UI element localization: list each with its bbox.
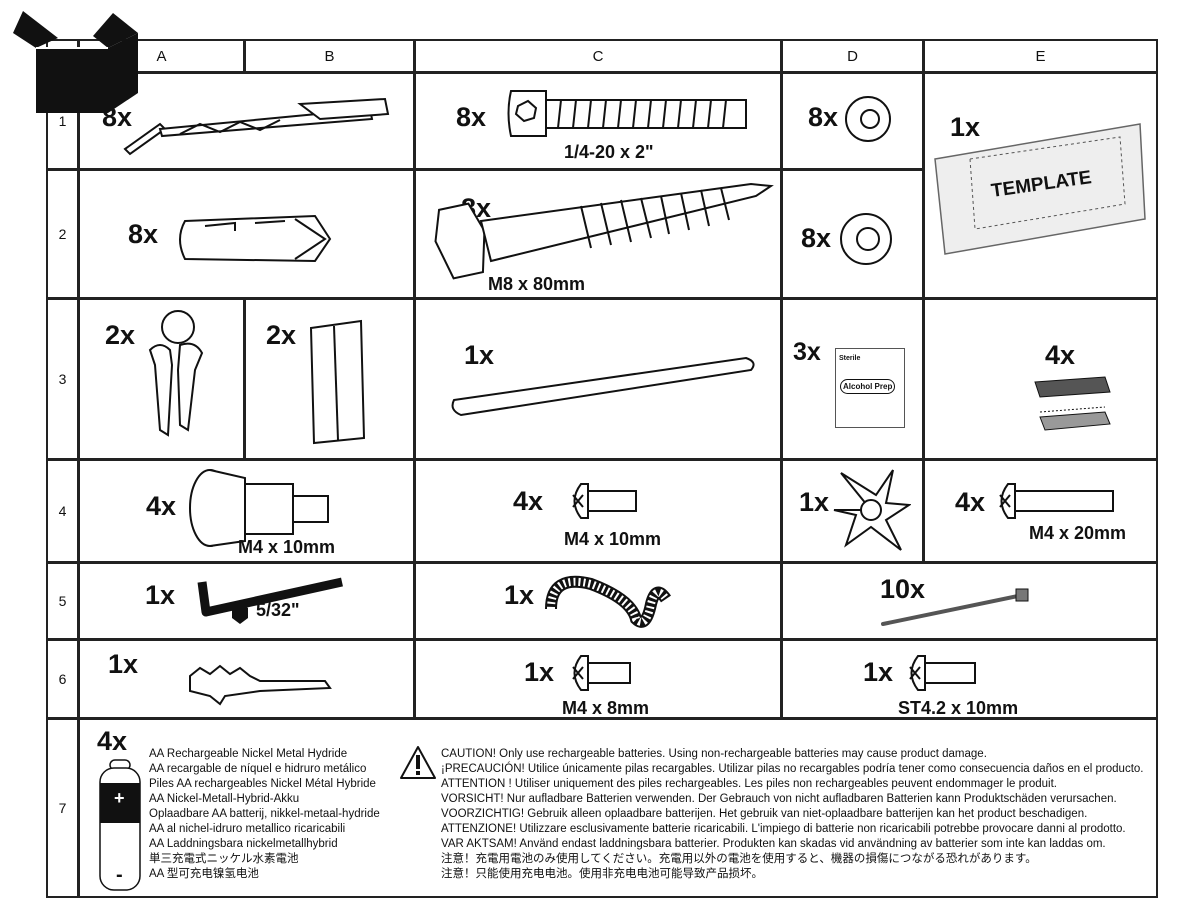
cell-2ab-wall-anchor: 8x xyxy=(78,169,415,299)
cell-7-batteries: 4x + - AA Rechargeable Nickel Metal Hydr… xyxy=(78,718,1158,898)
caution-text: CAUTION! Only use rechargeable batteries… xyxy=(441,748,1144,880)
star-spacer-icon xyxy=(833,469,911,551)
thumb-screw-icon xyxy=(189,469,329,547)
warning-triangle-icon xyxy=(400,746,436,779)
column-header-e: E xyxy=(923,39,1158,73)
phillips-screw-icon xyxy=(999,483,1114,519)
lag-bolt-icon xyxy=(434,182,774,280)
cell-3d-alcohol-prep: 3x Sterile Alcohol Prep xyxy=(781,298,924,460)
washer-icon xyxy=(845,96,891,142)
spiral-cable-wrap-icon xyxy=(545,575,671,628)
cell-3e-hook-loop-pads: 4x xyxy=(923,298,1158,460)
cell-6c-machine-screw: 1x M4 x 8mm xyxy=(414,639,782,719)
column-header-d: D xyxy=(781,39,924,73)
row-label-2: 2 xyxy=(46,169,79,299)
row-label-3: 3 xyxy=(46,298,79,460)
cell-4c-machine-screw: 4x M4 x 10mm xyxy=(414,459,782,563)
toggle-anchor-icon xyxy=(123,97,390,156)
cell-4ab-thumb-screw: 4x M4 x 10mm xyxy=(78,459,415,563)
cell-6ab-latch-bracket: 1x xyxy=(78,639,415,719)
phillips-screw-icon xyxy=(909,655,976,691)
row-label-7: 7 xyxy=(46,718,79,898)
cell-2c-lag-bolt: 8x M8 x 80mm xyxy=(414,169,782,299)
hex-key-icon xyxy=(197,577,343,624)
row-label-4: 4 xyxy=(46,459,79,563)
phillips-screw-icon xyxy=(572,483,637,519)
aa-battery-icon xyxy=(99,759,141,891)
button-head-bolt-icon xyxy=(507,90,747,137)
cell-5c-cable-wrap: 1x xyxy=(414,562,782,640)
wall-anchor-icon xyxy=(179,214,332,263)
cell-5ab-hex-key: 1x 5/32" xyxy=(78,562,415,640)
rail-strip-icon xyxy=(451,356,755,417)
cell-3c-rail: 1x xyxy=(414,298,782,460)
template-sheet-icon xyxy=(934,123,1146,255)
latch-bracket-icon xyxy=(189,664,332,706)
cell-12e-template: 1x TEMPLATE xyxy=(923,72,1158,299)
cell-1c-bolt: 8x 1/4-20 x 2" xyxy=(414,72,782,170)
row-label-5: 5 xyxy=(46,562,79,640)
cell-5de-cable-tie: 10x xyxy=(781,562,1158,640)
column-header-c: C xyxy=(414,39,782,73)
cell-4e-machine-screw: 4x M4 x 20mm xyxy=(923,459,1158,563)
hook-loop-pad-icon xyxy=(1034,376,1111,431)
cell-6de-sheet-metal-screw: 1x ST4.2 x 10mm xyxy=(781,639,1158,719)
phillips-screw-icon xyxy=(572,655,631,691)
cell-4d-star-spacer: 1x xyxy=(781,459,924,563)
cell-3a-keys: 2x xyxy=(78,298,245,460)
box-icon xyxy=(13,11,138,113)
battery-description: AA Rechargeable Nickel Metal Hydride AA … xyxy=(149,748,380,880)
cable-tie-icon xyxy=(881,588,1029,626)
column-header-b: B xyxy=(244,39,415,73)
alcohol-prep-pad-icon: Sterile Alcohol Prep xyxy=(835,348,905,428)
cell-3b-bracket: 2x xyxy=(244,298,415,460)
row-label-6: 6 xyxy=(46,639,79,719)
cell-1d-washer: 8x xyxy=(781,72,924,170)
keys-icon xyxy=(148,310,204,437)
washer-icon xyxy=(840,213,892,265)
bracket-icon xyxy=(309,319,366,445)
cell-2d-washer: 8x xyxy=(781,169,924,299)
